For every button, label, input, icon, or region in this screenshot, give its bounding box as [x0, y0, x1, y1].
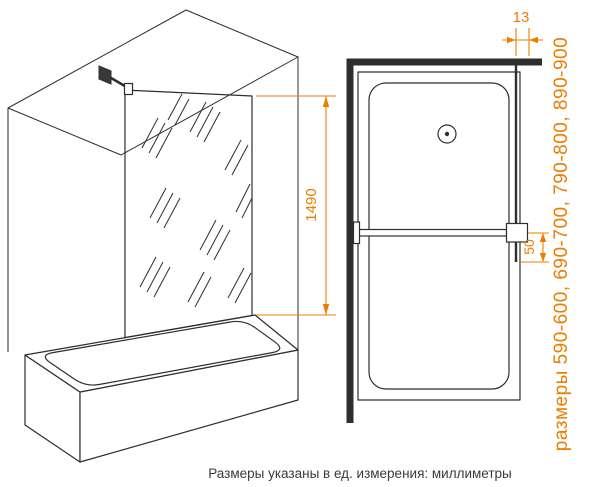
glass-screen-3d: [124, 89, 253, 339]
wall-mount-3d: [98, 65, 134, 96]
support-bar-plan: [352, 228, 508, 237]
glass-hatching: [139, 93, 253, 308]
units-caption: Размеры указаны в ед. измерения: миллиме…: [208, 466, 511, 481]
glass-height-label: 1490: [303, 188, 320, 221]
tub-basin: [44, 320, 281, 386]
glass-panel: [124, 89, 253, 339]
arrow-left-icon: [529, 36, 538, 44]
enclosure-top-face: [7, 9, 299, 156]
wall-plate-plan: [352, 221, 361, 245]
glass-clamp-plan: [505, 222, 529, 243]
height-dimension: 1490: [256, 95, 336, 316]
arrow-down-icon: [322, 304, 330, 315]
drain-icon: [437, 124, 457, 144]
plan-view: 13 50 размеры 590-600, 690-700, 790-800,…: [346, 9, 572, 451]
arrow-down-icon: [539, 253, 547, 262]
dim-13-label: 13: [513, 9, 530, 26]
bathtub-3d: [24, 314, 299, 463]
drain-center-icon: [444, 131, 450, 137]
sizes-range-label: размеры 590-600, 690-700, 790-800, 890-9…: [551, 37, 572, 451]
glass-clamp-3d: [123, 82, 134, 96]
arrow-right-icon: [507, 36, 516, 44]
wall-plan: [346, 58, 542, 423]
wall-bracket-3d: [98, 65, 112, 85]
offset-dimension-50: 50: [520, 232, 549, 263]
isometric-view: 1490: [7, 9, 336, 463]
dim-50-label: 50: [521, 239, 537, 255]
arrow-up-icon: [539, 233, 547, 242]
arrow-up-icon: [322, 96, 330, 107]
top-dimension-13: 13: [502, 9, 543, 56]
